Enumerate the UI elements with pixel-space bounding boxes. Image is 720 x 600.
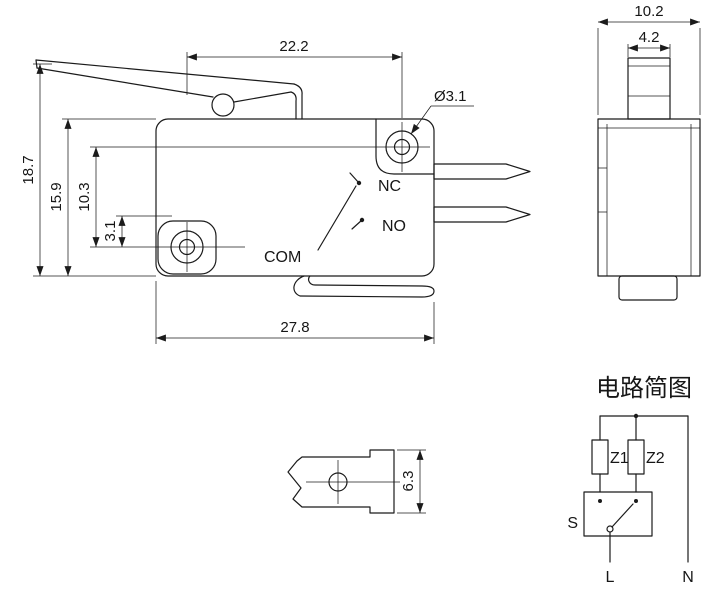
label-l: L xyxy=(606,569,615,586)
mounting-hole-bottom xyxy=(157,220,217,275)
side-body xyxy=(597,118,701,277)
switch-body xyxy=(155,118,435,277)
dimension-overall-height: 18.7 xyxy=(20,63,156,277)
dim-15-9: 15.9 xyxy=(48,182,65,211)
dim-18-7: 18.7 xyxy=(20,155,37,184)
junction-dot xyxy=(633,413,639,419)
dimension-hole-spacing: 10.3 xyxy=(76,146,430,248)
label-z2: Z2 xyxy=(646,450,665,467)
dim-4-2: 4.2 xyxy=(639,29,660,46)
contact-mechanism xyxy=(317,172,365,251)
bottom-view: 6.3 xyxy=(287,449,426,514)
switch-box xyxy=(583,491,653,537)
dimension-bottom-width: 27.8 xyxy=(155,281,435,344)
circuit-title: 电路简图 xyxy=(596,375,692,402)
load-z2-box xyxy=(627,439,645,475)
dim-10-2: 10.2 xyxy=(634,3,663,20)
dimension-body-height: 15.9 xyxy=(48,118,156,276)
dimension-bottom-height: 6.3 xyxy=(397,449,426,514)
circuit-diagram: 电路简图 Z1 Z2 S L N xyxy=(567,375,693,586)
dim-3-1: 3.1 xyxy=(102,221,119,242)
contact-nc-dot xyxy=(598,499,602,503)
terminal-com-strip xyxy=(293,275,435,298)
terminal-no-prong xyxy=(433,206,531,223)
label-com: COM xyxy=(264,249,301,266)
common-contact xyxy=(606,525,614,533)
plunger-button xyxy=(627,57,671,120)
front-view: NC NO COM 22.2 27.8 18.7 15.9 xyxy=(20,38,531,344)
dim-6-3: 6.3 xyxy=(400,471,417,492)
terminal-nc-prong xyxy=(433,163,531,180)
mounting-hole-top xyxy=(375,118,435,175)
hole-callout-text: Ø3.1 xyxy=(434,88,467,105)
dim-10-3: 10.3 xyxy=(76,182,93,211)
dimension-top-width: 22.2 xyxy=(186,38,403,118)
dim-22-2: 22.2 xyxy=(279,38,308,55)
lever-roller xyxy=(211,93,235,117)
dimension-side-width: 10.2 xyxy=(597,3,701,115)
label-no: NO xyxy=(382,218,406,235)
side-bottom-stub xyxy=(618,275,678,301)
lever-arm xyxy=(35,59,303,120)
dimension-button-width: 4.2 xyxy=(627,29,671,57)
load-z1-box xyxy=(591,439,609,475)
side-view: 10.2 4.2 xyxy=(597,3,701,301)
switch-blade xyxy=(611,503,634,528)
dimension-hole-offset: 3.1 xyxy=(102,215,172,247)
label-z1: Z1 xyxy=(610,450,629,467)
bottom-view-outline xyxy=(287,449,395,514)
label-n: N xyxy=(682,569,694,586)
hole-diameter-callout: Ø3.1 xyxy=(410,88,474,135)
label-s: S xyxy=(567,515,578,532)
label-nc: NC xyxy=(378,178,401,195)
contact-no-dot xyxy=(634,499,638,503)
dim-27-8: 27.8 xyxy=(280,319,309,336)
